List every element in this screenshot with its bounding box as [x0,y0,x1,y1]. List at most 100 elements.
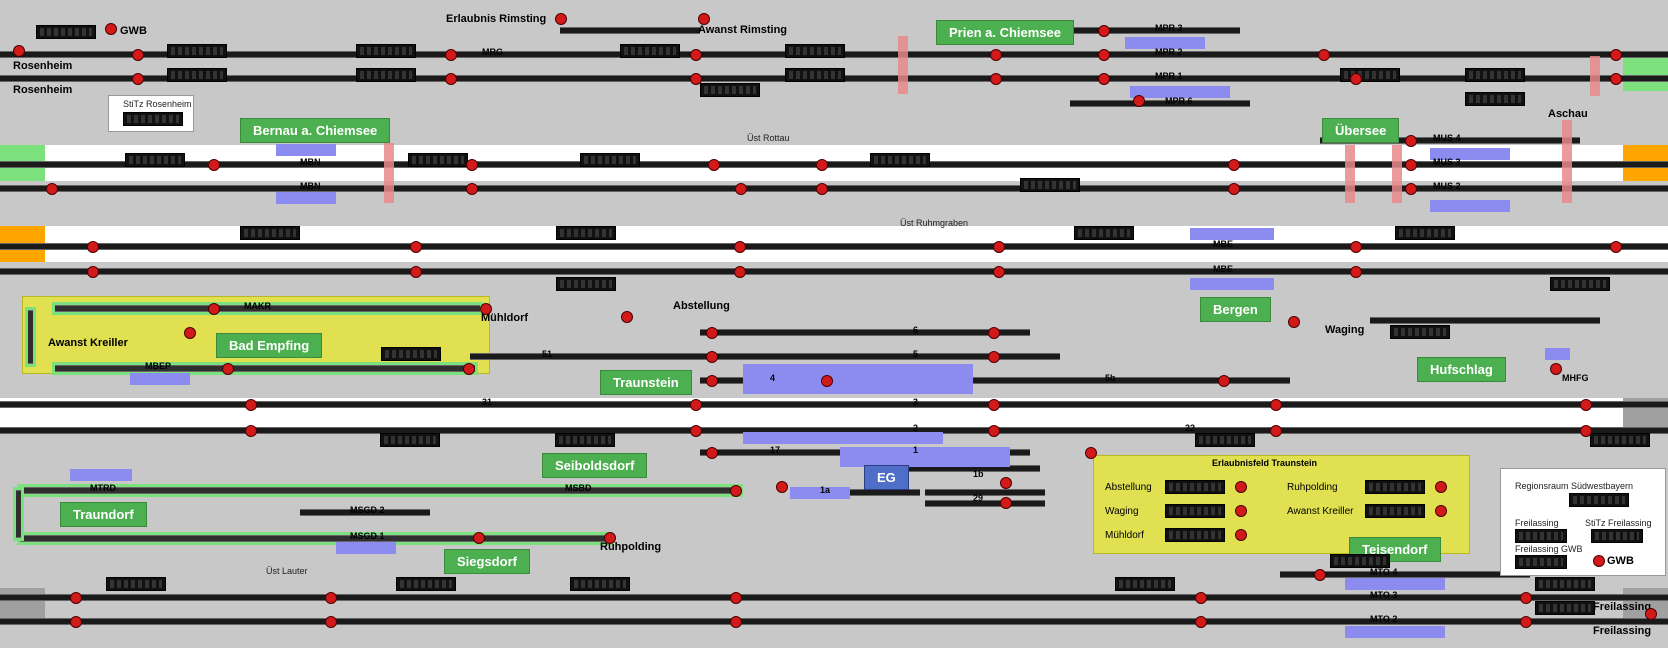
signal[interactable] [1350,241,1362,253]
stitz-rosenheim-box[interactable]: StiTz Rosenheim [108,95,194,132]
signal-display[interactable] [1465,68,1525,82]
signal[interactable] [1520,592,1532,604]
signal[interactable] [816,183,828,195]
legend-display[interactable] [1515,529,1567,543]
signal[interactable] [1218,375,1230,387]
signal-display[interactable] [106,577,166,591]
signal[interactable] [1314,569,1326,581]
permission-signal[interactable] [1235,481,1247,493]
signal-display[interactable] [240,226,300,240]
signal[interactable] [621,311,633,323]
signal[interactable] [46,183,58,195]
signal[interactable] [132,49,144,61]
signal[interactable] [325,616,337,628]
signal[interactable] [706,351,718,363]
signal[interactable] [70,616,82,628]
signal-display[interactable] [1074,226,1134,240]
signal-display[interactable] [580,153,640,167]
signal-display[interactable] [1340,68,1400,82]
signal[interactable] [734,266,746,278]
signal-display[interactable] [1195,433,1255,447]
signal-display[interactable] [1465,92,1525,106]
signal[interactable] [1270,425,1282,437]
signal-display[interactable] [870,153,930,167]
signal[interactable] [1228,183,1240,195]
signal[interactable] [816,159,828,171]
signal-display[interactable] [700,83,760,97]
signal[interactable] [410,266,422,278]
signal[interactable] [990,49,1002,61]
signal[interactable] [1520,616,1532,628]
signal[interactable] [1000,497,1012,509]
signal[interactable] [70,592,82,604]
permission-display[interactable] [1165,528,1225,542]
signal[interactable] [184,327,196,339]
signal[interactable] [990,73,1002,85]
legend-display[interactable] [1591,529,1643,543]
signal[interactable] [466,183,478,195]
signal-display[interactable] [620,44,680,58]
signal[interactable] [1098,49,1110,61]
signal[interactable] [222,363,234,375]
signal[interactable] [1133,95,1145,107]
signal[interactable] [87,241,99,253]
signal-display[interactable] [396,577,456,591]
signal[interactable] [1645,608,1657,620]
signal[interactable] [473,532,485,544]
signal[interactable] [208,159,220,171]
signal[interactable] [1350,73,1362,85]
signal-display[interactable] [1115,577,1175,591]
signal[interactable] [325,592,337,604]
signal-display[interactable] [556,226,616,240]
signal-display[interactable] [785,68,845,82]
permission-signal[interactable] [1435,481,1447,493]
signal-display[interactable] [1590,433,1650,447]
signal[interactable] [706,375,718,387]
signal-display[interactable] [380,433,440,447]
permission-display[interactable] [1165,504,1225,518]
signal-display[interactable] [1395,226,1455,240]
signal[interactable] [1405,135,1417,147]
signal[interactable] [1610,49,1622,61]
signal[interactable] [730,592,742,604]
permission-signal[interactable] [1235,505,1247,517]
signal[interactable] [132,73,144,85]
signal[interactable] [445,73,457,85]
permission-signal[interactable] [1235,529,1247,541]
signal[interactable] [13,45,25,57]
permission-display[interactable] [1165,480,1225,494]
signal[interactable] [988,327,1000,339]
signal[interactable] [988,425,1000,437]
signal-display[interactable] [36,25,96,39]
signal[interactable] [1098,25,1110,37]
signal[interactable] [1550,363,1562,375]
signal-display[interactable] [570,577,630,591]
signal-display[interactable] [408,153,468,167]
signal[interactable] [690,49,702,61]
signal[interactable] [988,351,1000,363]
signal-display[interactable] [1550,277,1610,291]
permission-display[interactable] [1365,480,1425,494]
signal-display[interactable] [556,277,616,291]
signal-display[interactable] [1020,178,1080,192]
signal[interactable] [1318,49,1330,61]
signal-display[interactable] [125,153,185,167]
signal-display[interactable] [555,433,615,447]
signal[interactable] [1610,241,1622,253]
signal[interactable] [988,399,1000,411]
signal[interactable] [245,399,257,411]
signal[interactable] [1000,477,1012,489]
signal[interactable] [1610,73,1622,85]
signal[interactable] [604,532,616,544]
signal[interactable] [776,481,788,493]
signal[interactable] [410,241,422,253]
signal[interactable] [690,399,702,411]
legend-display[interactable] [1569,493,1629,507]
signal[interactable] [734,241,746,253]
signal[interactable] [1085,447,1097,459]
signal[interactable] [1405,159,1417,171]
signal[interactable] [698,13,710,25]
signal[interactable] [1580,399,1592,411]
permission-signal[interactable] [1435,505,1447,517]
signal[interactable] [1195,592,1207,604]
